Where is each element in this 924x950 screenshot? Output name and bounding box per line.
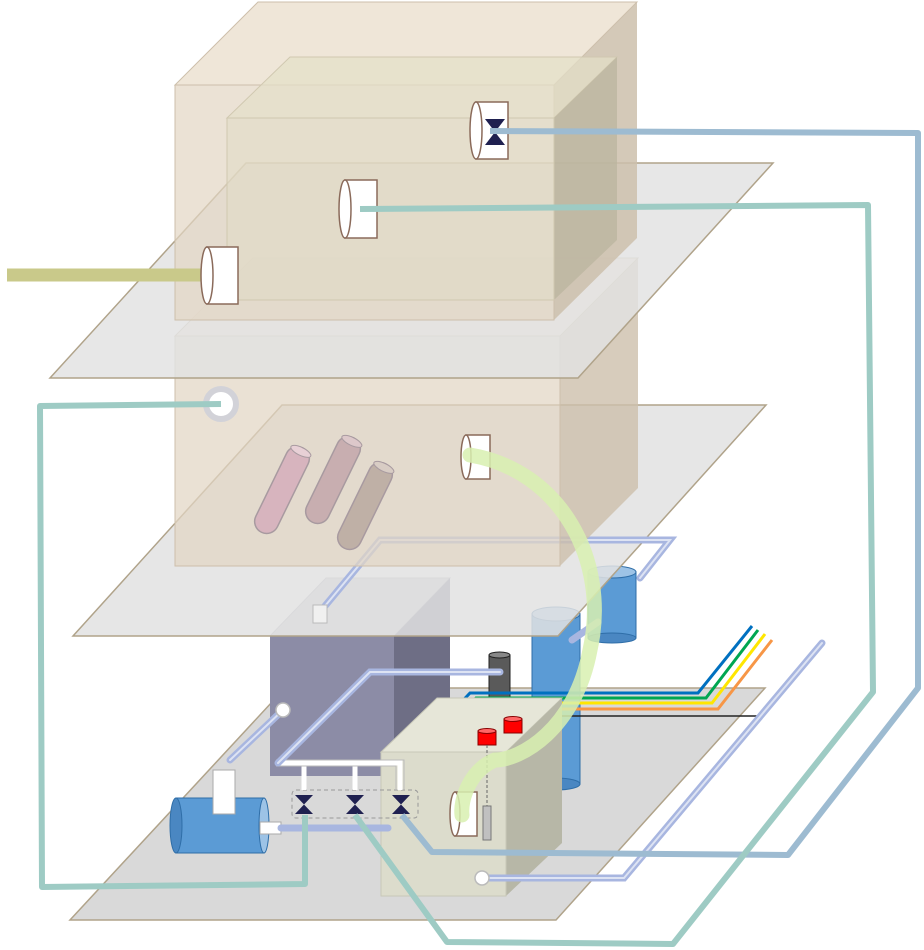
inner-process-box xyxy=(227,57,617,300)
flange-port xyxy=(201,247,238,304)
gauge-tube xyxy=(483,806,491,840)
